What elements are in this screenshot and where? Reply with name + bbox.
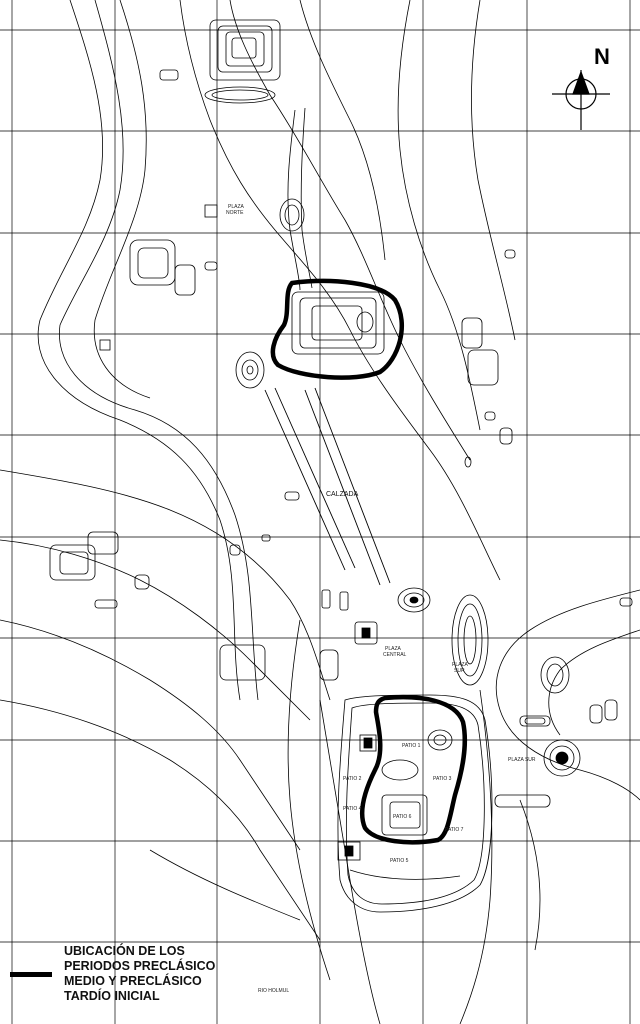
- label-calzada: CALZADA: [326, 491, 359, 498]
- label-plaza-sur-1b: SUR: [454, 668, 465, 674]
- preclassic-outline: [270, 278, 468, 845]
- label-plaza-sur-1a: PLAZA: [452, 662, 469, 668]
- mound-north: [159, 19, 281, 104]
- label-patio-4: PATIO 4: [343, 806, 362, 812]
- acropolis: [337, 597, 633, 913]
- east-features: [461, 249, 516, 468]
- upper-complex: [291, 291, 385, 355]
- preclassic-outline-south: [359, 694, 468, 845]
- label-plaza-sur-2: PLAZA SUR: [508, 757, 536, 763]
- label-plaza-central-1: PLAZA: [385, 646, 402, 652]
- central-plaza-structures: [219, 587, 489, 686]
- west-features: [49, 491, 300, 609]
- legend-line-4: TARDÍO INICIAL: [64, 989, 160, 1003]
- calzada-causeway: [264, 387, 391, 586]
- label-plaza-norte-1: PLAZA: [228, 204, 245, 210]
- label-patio-2: PATIO 2: [343, 776, 362, 782]
- label-rio-holmul: RIO HOLMUL: [258, 988, 289, 994]
- legend-text: UBICACIÓN DE LOS PERIODOS PRECLÁSICO MED…: [64, 944, 254, 1004]
- label-plaza-central-2: CENTRAL: [383, 652, 407, 658]
- label-patio-5: PATIO 5: [390, 858, 409, 864]
- legend-line-2: PERIODOS PRECLÁSICO: [64, 959, 216, 973]
- north-letter: N: [594, 44, 610, 69]
- label-patio-7: PATIO 7: [445, 827, 464, 833]
- legend: UBICACIÓN DE LOS PERIODOS PRECLÁSICO MED…: [10, 944, 250, 1020]
- label-patio-1: PATIO 1: [402, 743, 421, 749]
- label-plaza-norte-2: NORTE: [226, 210, 244, 216]
- north-arrow-icon: [552, 70, 610, 130]
- legend-line-1: UBICACIÓN DE LOS: [64, 944, 185, 958]
- legend-line-swatch: [10, 972, 52, 977]
- label-patio-6: PATIO 6: [393, 814, 412, 820]
- ridge-structures: [99, 107, 313, 389]
- legend-line-3: MEDIO Y PRECLÁSICO: [64, 974, 202, 988]
- label-patio-3: PATIO 3: [433, 776, 452, 782]
- preclassic-outline-north: [270, 278, 405, 380]
